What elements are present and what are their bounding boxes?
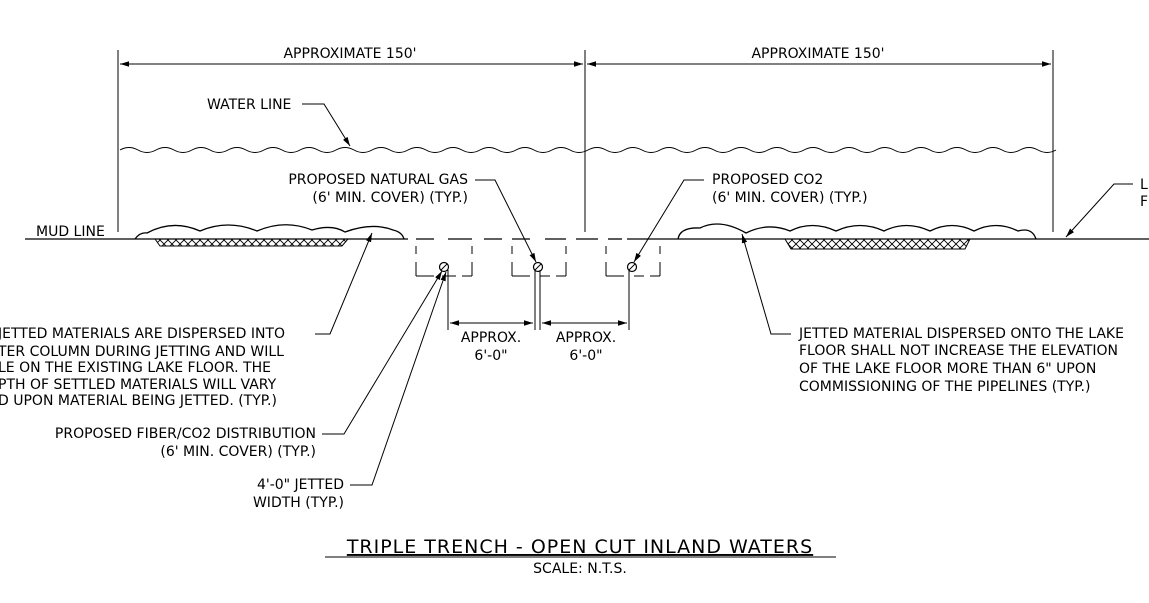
pipe-fiber-co2 (438, 261, 450, 273)
jetted-width-note: 4'-0" JETTED WIDTH (TYP.) (253, 271, 447, 511)
fiber-note: PROPOSED FIBER/CO2 DISTRIBUTION (6' MIN.… (55, 270, 443, 460)
fiber-line1: PROPOSED FIBER/CO2 DISTRIBUTION (55, 426, 316, 442)
jetted-right-leader (741, 233, 791, 335)
spacing-left-line2: 6'-0" (474, 348, 507, 364)
water-line-leader (302, 103, 351, 147)
jetted-left-note: JETTED MATERIALS ARE DISPERSED INTO TER … (0, 232, 373, 409)
mound-outline-right (677, 223, 1037, 240)
jetted-right-line4: COMMISSIONING OF THE PIPELINES (TYP.) (799, 379, 1090, 395)
mud-line-label: MUD LINE (36, 224, 105, 240)
jetted-left-line5: D UPON MATERIAL BEING JETTED. (TYP.) (0, 393, 277, 409)
lake-floor-callout: L F (1065, 177, 1148, 238)
spacing-right-line2: 6'-0" (569, 348, 602, 364)
spacing-right-line1: APPROX. (556, 330, 616, 346)
jetted-right-line2: FLOOR SHALL NOT INCREASE THE ELEVATION (799, 343, 1118, 359)
pipe-spacing-dimension: APPROX. 6'-0" APPROX. 6'-0" (447, 270, 630, 364)
hatched-deposit-right (784, 238, 971, 250)
co2-callout: PROPOSED CO2 (6' MIN. COVER) (TYP.) (633, 172, 868, 263)
mound-outline-left (134, 224, 405, 240)
overall-dimension: APPROXIMATE 150' APPROXIMATE 150' (117, 46, 1054, 232)
jetted-right-note: JETTED MATERIAL DISPERSED ONTO THE LAKE … (741, 233, 1124, 395)
title-block: TRIPLE TRENCH - OPEN CUT INLAND WATERS S… (325, 536, 836, 577)
water-surface (119, 147, 1057, 153)
dimension-label-right: APPROXIMATE 150' (751, 46, 884, 62)
jetted-left-line4: PTH OF SETTLED MATERIALS WILL VARY (0, 377, 277, 393)
jetted-width-line2: WIDTH (TYP.) (253, 495, 344, 511)
drawing-title: TRIPLE TRENCH - OPEN CUT INLAND WATERS (346, 536, 813, 558)
jetted-width-line1: 4'-0" JETTED (257, 477, 344, 493)
jetted-right-line3: OF THE LAKE FLOOR MORE THAN 6" UPON (799, 361, 1096, 377)
trench-right (605, 246, 661, 277)
natural-gas-callout: PROPOSED NATURAL GAS (6' MIN. COVER) (TY… (288, 172, 537, 263)
jetted-left-line1: JETTED MATERIALS ARE DISPERSED INTO (0, 326, 285, 342)
settled-material-left (134, 224, 405, 247)
drawing-scale: SCALE: N.T.S. (533, 561, 627, 577)
jetted-left-line3: LE ON THE EXISTING LAKE FLOOR. THE (0, 360, 271, 376)
natural-gas-leader (475, 179, 537, 263)
water-line: WATER LINE (119, 97, 1057, 153)
co2-leader (633, 179, 704, 263)
trenches (415, 246, 661, 277)
natural-gas-label-line2: (6' MIN. COVER) (TYP.) (312, 190, 468, 206)
water-line-label: WATER LINE (207, 97, 291, 113)
pipes (438, 261, 638, 273)
co2-label-line2: (6' MIN. COVER) (TYP.) (712, 190, 868, 206)
pipe-natural-gas (532, 261, 544, 273)
jetted-left-line2: TER COLUMN DURING JETTING AND WILL (0, 344, 284, 360)
dimension-label-left: APPROXIMATE 150' (283, 46, 416, 62)
spacing-left-line1: APPROX. (461, 330, 521, 346)
mud-line: MUD LINE (25, 224, 1149, 240)
lake-floor-label-line2: F (1140, 194, 1148, 210)
natural-gas-label-line1: PROPOSED NATURAL GAS (288, 172, 468, 188)
lake-floor-leader (1065, 183, 1133, 238)
fiber-line2: (6' MIN. COVER) (TYP.) (160, 444, 316, 460)
lake-floor-label-line1: L (1140, 177, 1148, 193)
trench-left (415, 246, 473, 277)
co2-label-line1: PROPOSED CO2 (712, 172, 823, 188)
settled-material-right (677, 223, 1037, 250)
hatched-deposit-left (154, 238, 350, 247)
jetted-left-leader (315, 232, 373, 335)
fiber-leader (322, 270, 443, 435)
trench-center (511, 246, 567, 277)
pipe-co2 (626, 261, 638, 273)
jetted-width-leader (350, 271, 447, 486)
jetted-right-line1: JETTED MATERIAL DISPERSED ONTO THE LAKE (798, 326, 1124, 342)
